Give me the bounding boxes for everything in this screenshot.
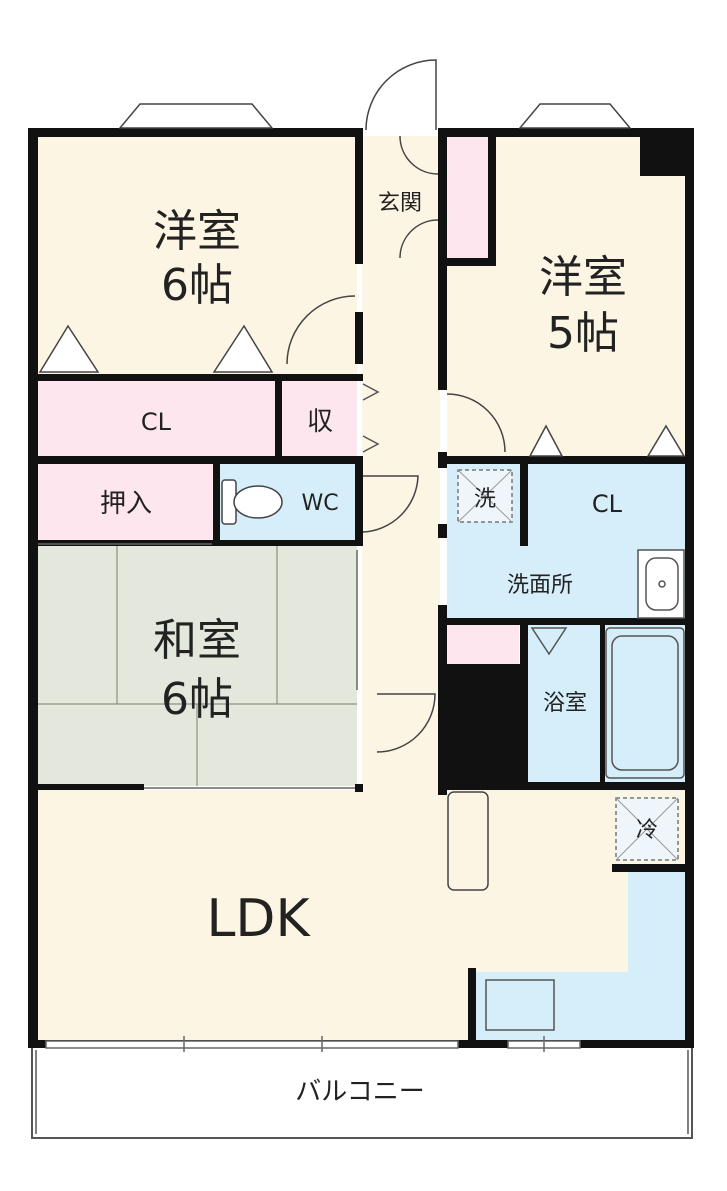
balcony-label: バルコニー [295, 1077, 424, 1107]
doors [286, 59, 506, 891]
western-room-2-name: 洋室 [539, 252, 627, 303]
balcony-windows [45, 1036, 581, 1052]
oshiire-area [37, 464, 215, 542]
washer-label: 洗 [474, 487, 496, 512]
tatami-lines [37, 546, 357, 786]
fridge-label: 冷 [636, 818, 658, 843]
entrance-shoe-closet [447, 136, 489, 258]
storage-label: 収 [307, 407, 333, 437]
washroom-label: 洗面所 [507, 573, 573, 598]
bathtub-fixture [605, 627, 685, 779]
western-room-1-name: 洋室 [153, 206, 241, 257]
kitchen-sink [485, 979, 555, 1031]
bath-label: 浴室 [543, 691, 587, 716]
wc-label: WC [301, 491, 338, 516]
closet-1-label: CL [141, 408, 172, 436]
japanese-room-sliding-door [38, 543, 358, 789]
closet-door-marks [38, 324, 686, 457]
wash-basin-fixture [637, 549, 685, 619]
storage-door-marks [362, 383, 380, 453]
fridge-space-x [615, 797, 679, 861]
japanese-room-name: 和室 [153, 615, 241, 666]
washer-space-x [457, 469, 513, 523]
kitchen-counter-area [476, 872, 685, 1040]
closet-2-label: CL [592, 490, 623, 518]
walls [28, 128, 694, 1048]
western-room-1-size: 6帖 [161, 260, 233, 311]
japanese-room-size: 6帖 [161, 674, 233, 725]
washroom-closet [447, 625, 519, 669]
bath-door-mark [530, 627, 568, 656]
balcony-area [31, 1045, 693, 1139]
toilet-fixture [221, 479, 283, 525]
ldk-label: LDK [206, 889, 311, 949]
hallway-floor [362, 136, 440, 792]
western-room-2-size: 5帖 [547, 308, 619, 359]
entrance-label: 玄関 [378, 191, 422, 216]
oshiire-label: 押入 [100, 489, 152, 519]
closet-1-area [37, 380, 275, 456]
western-room-1-floor [37, 136, 357, 376]
storage-area [282, 380, 357, 456]
windows [118, 103, 632, 129]
